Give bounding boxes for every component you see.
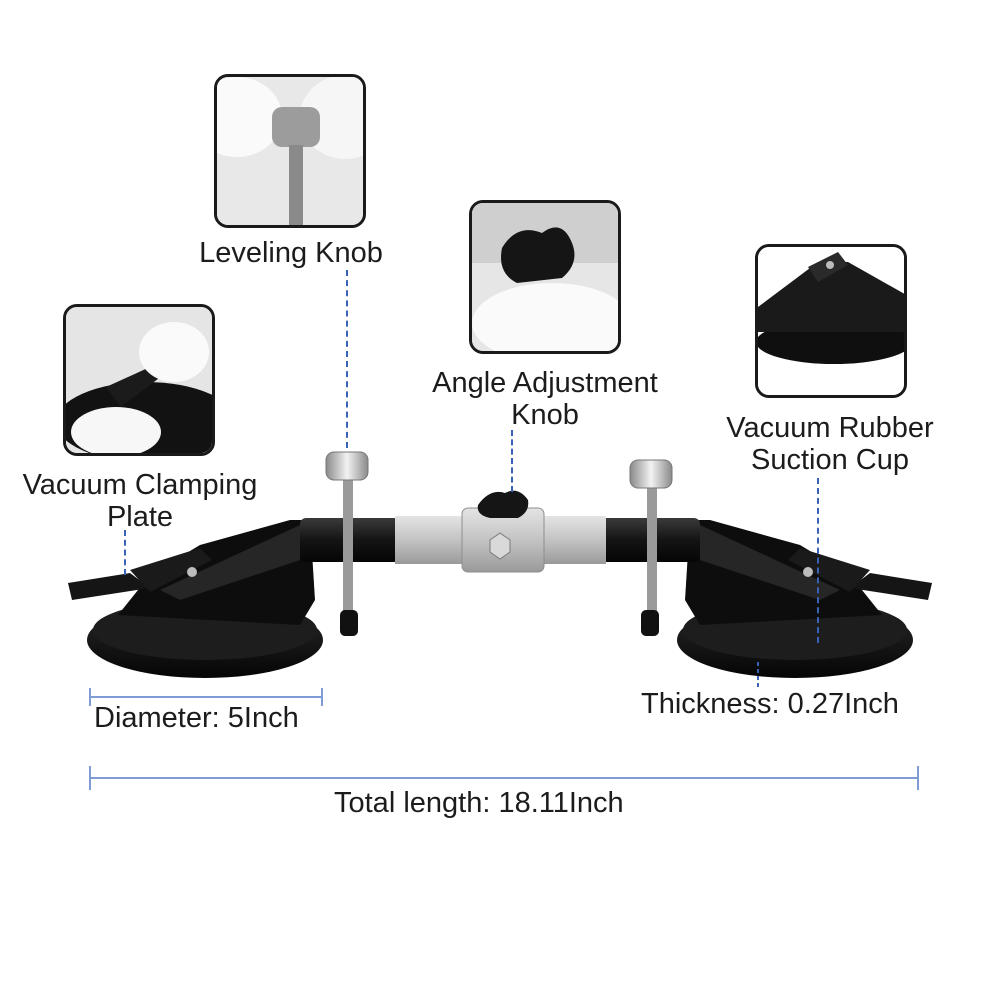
left-suction-cup	[68, 520, 323, 678]
right-suction-cup	[677, 520, 932, 678]
diameter-label: Diameter: 5Inch	[94, 702, 299, 734]
left-leveling-screw	[325, 451, 369, 636]
crossbar	[300, 507, 700, 573]
clamping-plate-leader	[124, 530, 126, 575]
right-leveling-screw	[629, 459, 673, 636]
diameter-dimension-line	[89, 688, 323, 706]
total-length-label: Total length: 18.11Inch	[334, 787, 624, 819]
leveling-knob-label: Leveling Knob	[199, 237, 383, 269]
leveling-knob-leader	[346, 270, 348, 448]
angle-knob	[477, 490, 529, 518]
vacuum-suction-cup-inset	[755, 244, 907, 398]
angle-knob-leader	[511, 430, 513, 492]
angle-adjustment-knob-label: Angle Adjustment Knob	[432, 367, 658, 432]
total-length-dimension-line	[89, 766, 919, 790]
leveling-knob-inset	[214, 74, 366, 228]
suction-cup-leader	[817, 478, 819, 643]
vacuum-rubber-suction-cup-label: Vacuum Rubber Suction Cup	[726, 412, 934, 477]
vacuum-clamping-plate-label: Vacuum Clamping Plate	[22, 469, 258, 534]
thickness-label: Thickness: 0.27Inch	[641, 688, 899, 720]
vacuum-clamping-plate-inset	[63, 304, 215, 456]
angle-adjustment-knob-inset	[469, 200, 621, 354]
